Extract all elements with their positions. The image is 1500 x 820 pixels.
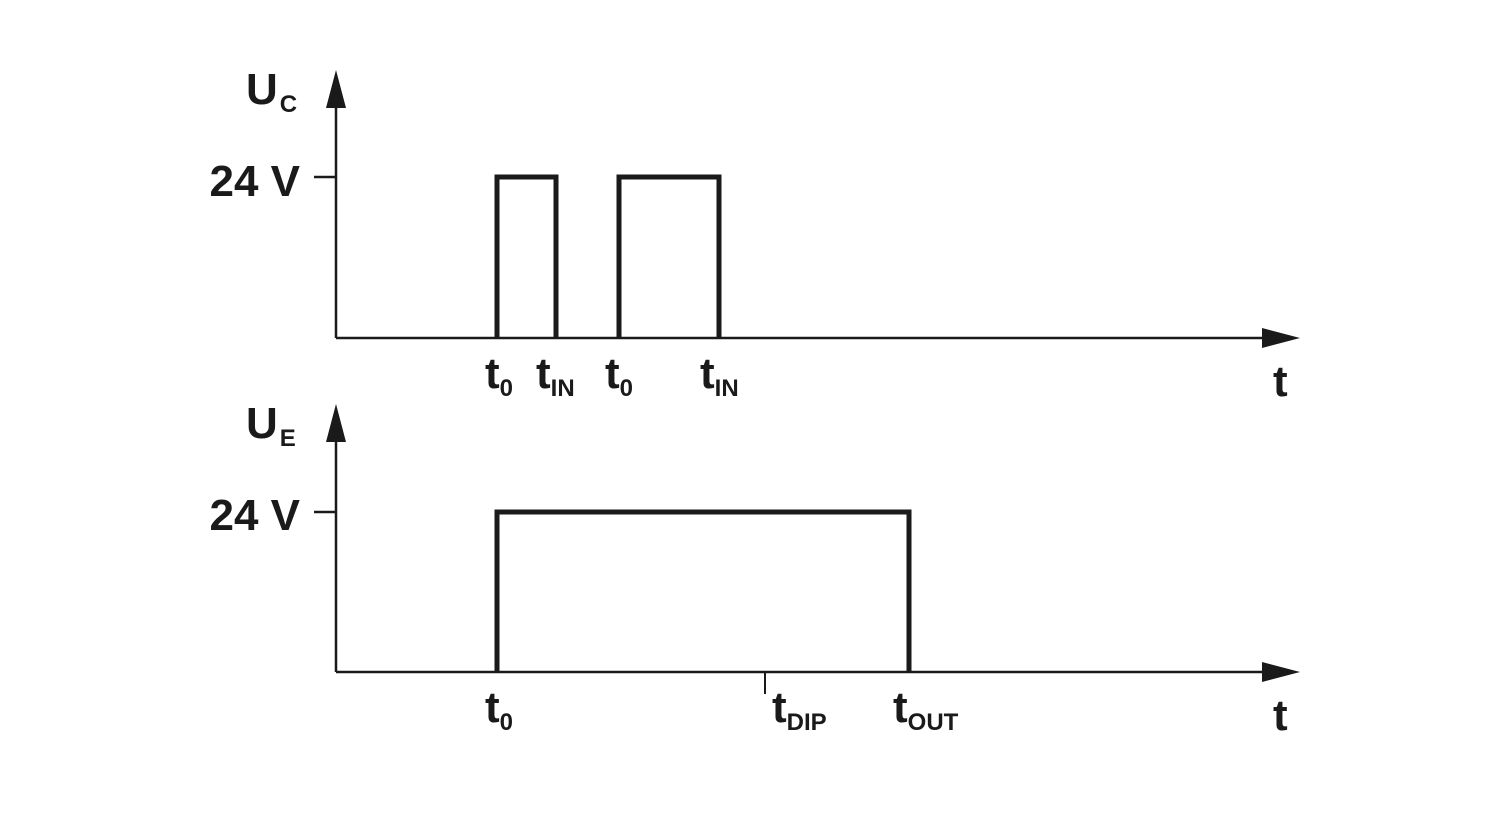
top-marker-t0-1: t0 xyxy=(485,349,513,402)
top-marker-tin-1: tIN xyxy=(536,349,575,402)
bottom-x-axis-arrow xyxy=(1262,662,1300,682)
bottom-time-axis-label: t xyxy=(1273,691,1288,740)
top-level-label: 24 V xyxy=(209,157,300,206)
top-marker-t0-2: t0 xyxy=(605,349,633,402)
top-pulse-2 xyxy=(616,174,722,338)
top-x-axis-arrow xyxy=(1262,328,1300,348)
bottom-marker-tdip: tDIP xyxy=(772,683,827,736)
top-y-axis-arrow xyxy=(326,70,346,108)
top-marker-tin-2: tIN xyxy=(700,349,739,402)
bottom-y-axis-arrow xyxy=(326,404,346,442)
bottom-marker-t0: t0 xyxy=(485,683,513,736)
bottom-pulse xyxy=(494,509,912,672)
bottom-level-label: 24 V xyxy=(209,491,300,540)
bottom-axis-label: UE xyxy=(246,399,296,452)
bottom-panel: UE 24 V t t0 tDIP tOUT xyxy=(209,399,1300,740)
top-time-axis-label: t xyxy=(1273,357,1288,406)
top-panel: UC 24 V t t0 tIN t0 tIN xyxy=(209,65,1300,406)
bottom-marker-tout: tOUT xyxy=(893,683,959,736)
top-axis-label: UC xyxy=(246,65,297,118)
top-pulse-1 xyxy=(494,174,559,338)
